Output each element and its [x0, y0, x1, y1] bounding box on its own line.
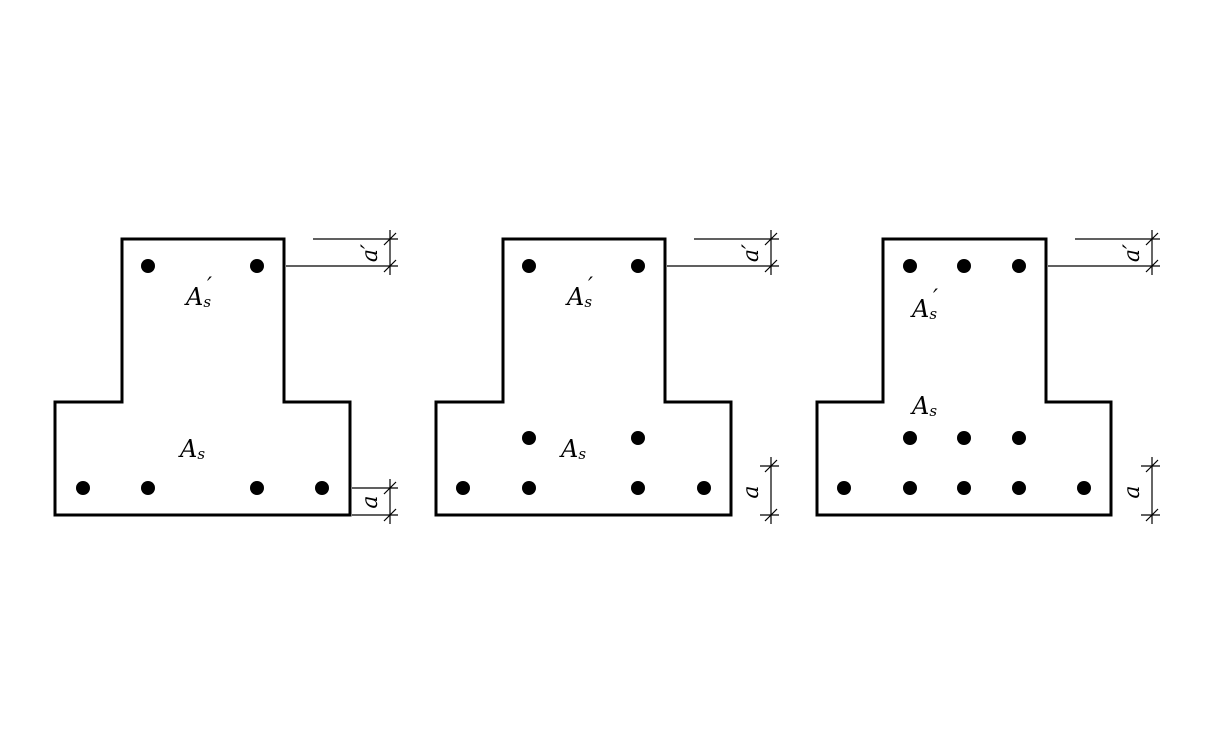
bottom-cover-dimension: a [739, 457, 779, 524]
top-cover-dimension: a′ [1048, 230, 1160, 275]
rebar [141, 481, 155, 495]
bottom-cover-dimension: a [352, 479, 398, 524]
rebar [250, 259, 264, 273]
bottom-cover-dimension: a [1120, 457, 1160, 524]
bottom-cover-label: a [739, 485, 764, 498]
rebar [697, 481, 711, 495]
rebar [631, 259, 645, 273]
bottom-cover-label: a [1120, 485, 1145, 498]
section-3: As′ As a′ a [815, 230, 1160, 524]
rebar [522, 431, 536, 445]
rebar [631, 431, 645, 445]
rebar [522, 481, 536, 495]
rebar [1012, 431, 1026, 445]
rebar [957, 259, 971, 273]
compression-steel-label: As′ [565, 274, 593, 311]
rebar [250, 481, 264, 495]
rebar [141, 259, 155, 273]
top-cover-dimension: a′ [667, 230, 779, 275]
rebar [903, 431, 917, 445]
top-cover-label: a′ [739, 244, 764, 262]
compression-steel-label: As′ [910, 286, 938, 323]
section-1-outline [53, 237, 352, 517]
tension-steel-label: As [178, 435, 205, 463]
rebar [315, 481, 329, 495]
rebar [1012, 259, 1026, 273]
tension-steel-label: As [559, 435, 586, 463]
rebar [957, 431, 971, 445]
tension-steel-label: As [910, 392, 937, 420]
bottom-cover-label: a [358, 495, 383, 508]
compression-steel-label: As′ [184, 274, 212, 311]
top-cover-dimension: a′ [286, 230, 398, 275]
rebar [837, 481, 851, 495]
rebar [522, 259, 536, 273]
section-2-outline [434, 237, 733, 517]
rebar [1077, 481, 1091, 495]
section-3-outline [815, 237, 1113, 517]
rebar [903, 259, 917, 273]
rebar [631, 481, 645, 495]
top-cover-label: a′ [1120, 244, 1145, 262]
top-cover-label: a′ [358, 244, 383, 262]
rebar [903, 481, 917, 495]
rebar [456, 481, 470, 495]
section-2: As′ As a′ a [434, 230, 779, 524]
rebar [957, 481, 971, 495]
section-1: As′ As a′ a [53, 230, 398, 524]
rebar [1012, 481, 1026, 495]
rebar [76, 481, 90, 495]
